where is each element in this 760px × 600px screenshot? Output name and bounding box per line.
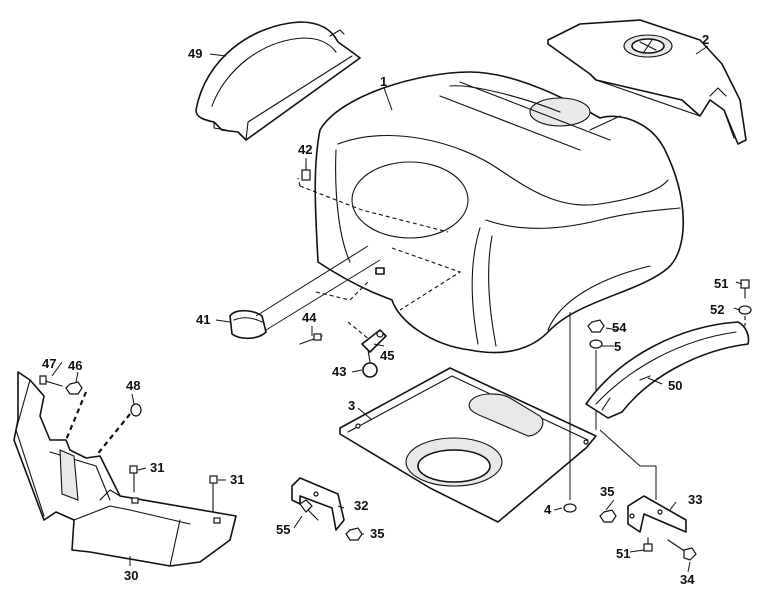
label-33: 33 <box>688 492 702 507</box>
label-44: 44 <box>302 310 317 325</box>
part-47-screw <box>39 375 63 387</box>
label-41: 41 <box>196 312 210 327</box>
label-2: 2 <box>702 32 709 47</box>
label-3: 3 <box>348 398 355 413</box>
part-31-screw-a <box>129 465 138 493</box>
part-44-pin <box>299 333 323 345</box>
part-52-washer <box>738 305 752 315</box>
label-42: 42 <box>298 142 312 157</box>
part-32-bracket <box>291 477 345 531</box>
part-30-side-panel <box>13 371 237 567</box>
part-55-bolt <box>299 499 319 521</box>
label-51-a: 51 <box>714 276 728 291</box>
mount-line-42 <box>299 185 449 233</box>
part-1-hood <box>314 71 685 354</box>
part-48-clip <box>130 403 142 417</box>
label-1: 1 <box>380 74 387 89</box>
mount-line-46 <box>64 391 88 441</box>
part-54-nut <box>587 319 605 333</box>
part-33-bracket <box>599 429 687 533</box>
part-35-nut-right <box>599 509 617 523</box>
label-50: 50 <box>668 378 682 393</box>
part-42-screw <box>301 158 311 181</box>
label-35-b: 35 <box>600 484 614 499</box>
label-5: 5 <box>614 339 621 354</box>
label-46: 46 <box>68 358 82 373</box>
callout-labels: 1 2 3 4 5 30 31 31 32 33 34 35 35 41 42 … <box>42 32 728 587</box>
label-31-b: 31 <box>230 472 244 487</box>
label-31-a: 31 <box>150 460 164 475</box>
label-35-a: 35 <box>370 526 384 541</box>
label-4: 4 <box>544 502 552 517</box>
part-4-washer <box>563 312 577 513</box>
part-34-bolt <box>667 539 697 561</box>
label-34: 34 <box>680 572 695 587</box>
label-30: 30 <box>124 568 138 583</box>
part-51-screw-bottom <box>643 537 653 552</box>
part-49-rear-shield <box>195 21 361 141</box>
label-51-b: 51 <box>616 546 630 561</box>
label-45: 45 <box>380 348 394 363</box>
part-43-knob <box>362 349 378 378</box>
part-31-screw-b <box>209 475 218 513</box>
label-48: 48 <box>126 378 140 393</box>
part-35-nut-center <box>345 527 363 541</box>
label-32: 32 <box>354 498 368 513</box>
part-46-nut <box>65 381 83 395</box>
part-50-fender <box>585 321 750 419</box>
part-3-floor-plate <box>339 367 597 523</box>
part-2-top-cover <box>547 19 747 145</box>
part-5-washer <box>589 339 603 430</box>
mount-line-48 <box>95 413 131 457</box>
leader-lines <box>51 45 743 573</box>
label-47: 47 <box>42 356 56 371</box>
label-55: 55 <box>276 522 290 537</box>
label-43: 43 <box>332 364 346 379</box>
part-45-latch <box>361 329 387 353</box>
label-49: 49 <box>188 46 202 61</box>
part-51-screw-top <box>740 279 750 299</box>
part-41-bumper-pad <box>229 245 381 340</box>
label-54: 54 <box>612 320 627 335</box>
label-52: 52 <box>710 302 724 317</box>
